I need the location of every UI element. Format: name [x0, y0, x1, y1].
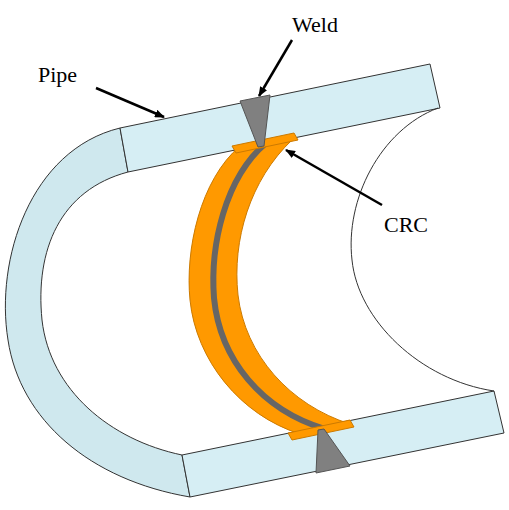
pipe-label: Pipe — [38, 64, 77, 86]
crc-ring — [189, 140, 350, 434]
pipe-wall-top — [120, 64, 440, 172]
weld-bottom — [316, 429, 350, 473]
leader-crc — [286, 150, 382, 205]
pipe-wall-bottom — [182, 391, 504, 497]
leader-pipe — [96, 88, 164, 117]
weld-label: Weld — [292, 14, 338, 36]
pipe-bend — [5, 128, 190, 497]
crc-centre-line — [213, 143, 325, 429]
pipe-end — [351, 108, 494, 391]
crc-label: CRC — [384, 214, 428, 236]
weld-top — [240, 95, 270, 147]
leader-weld — [259, 40, 292, 96]
